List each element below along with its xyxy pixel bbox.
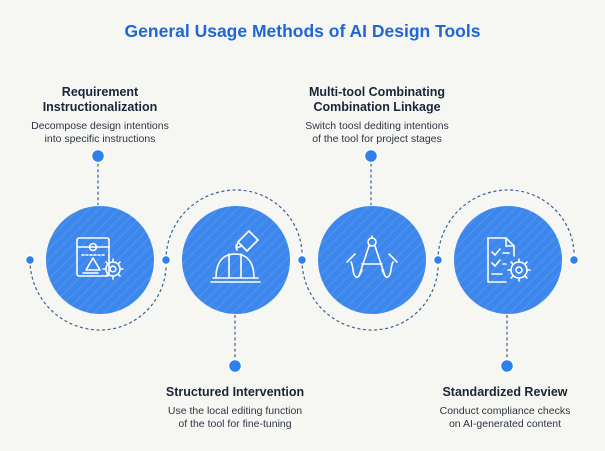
step-heading: Requirement Instructionalization xyxy=(42,85,158,114)
step-structured-intervention: Structured Intervention Use the local ed… xyxy=(150,385,320,431)
checklist-gear-icon xyxy=(487,237,531,283)
connector-dot xyxy=(90,148,106,164)
blueprint-gear-icon xyxy=(76,237,124,280)
step-description: Switch toosl dediting intentions of the … xyxy=(305,120,449,145)
connector-dot xyxy=(24,254,36,266)
connector-dot xyxy=(296,254,308,266)
step-heading: Multi-tool Combinating Combination Linka… xyxy=(308,85,446,114)
compass-tools-icon xyxy=(346,235,398,279)
connector-dots xyxy=(24,148,580,374)
connector-dot xyxy=(160,254,172,266)
connector-dot xyxy=(227,358,243,374)
step-heading: Structured Intervention xyxy=(165,385,305,399)
helmet-pencil-icon xyxy=(210,230,261,283)
step-circle-4 xyxy=(454,206,562,314)
step-standardized-review: Standardized Review Conduct compliance c… xyxy=(415,385,595,431)
connector-dot xyxy=(432,254,444,266)
dashed-connector xyxy=(29,158,575,362)
step-description: Conduct compliance checks on AI-generate… xyxy=(439,405,571,430)
step-heading: Standardized Review xyxy=(442,385,568,399)
step-circle-1 xyxy=(46,206,154,314)
connector-dot xyxy=(499,358,515,374)
step-description: Decompose design intentions into specifi… xyxy=(31,120,169,145)
step-circle-3 xyxy=(318,206,426,314)
step-multi-tool-combination: Multi-tool Combinating Combination Linka… xyxy=(292,85,462,146)
connector-dot xyxy=(363,148,379,164)
step-circle-2 xyxy=(182,206,290,314)
step-requirement-instructionalization: Requirement Instructionalization Decompo… xyxy=(20,85,180,146)
page-title: General Usage Methods of AI Design Tools xyxy=(124,21,481,41)
step-description: Use the local editing function of the to… xyxy=(167,405,303,430)
connector-dot xyxy=(568,254,580,266)
